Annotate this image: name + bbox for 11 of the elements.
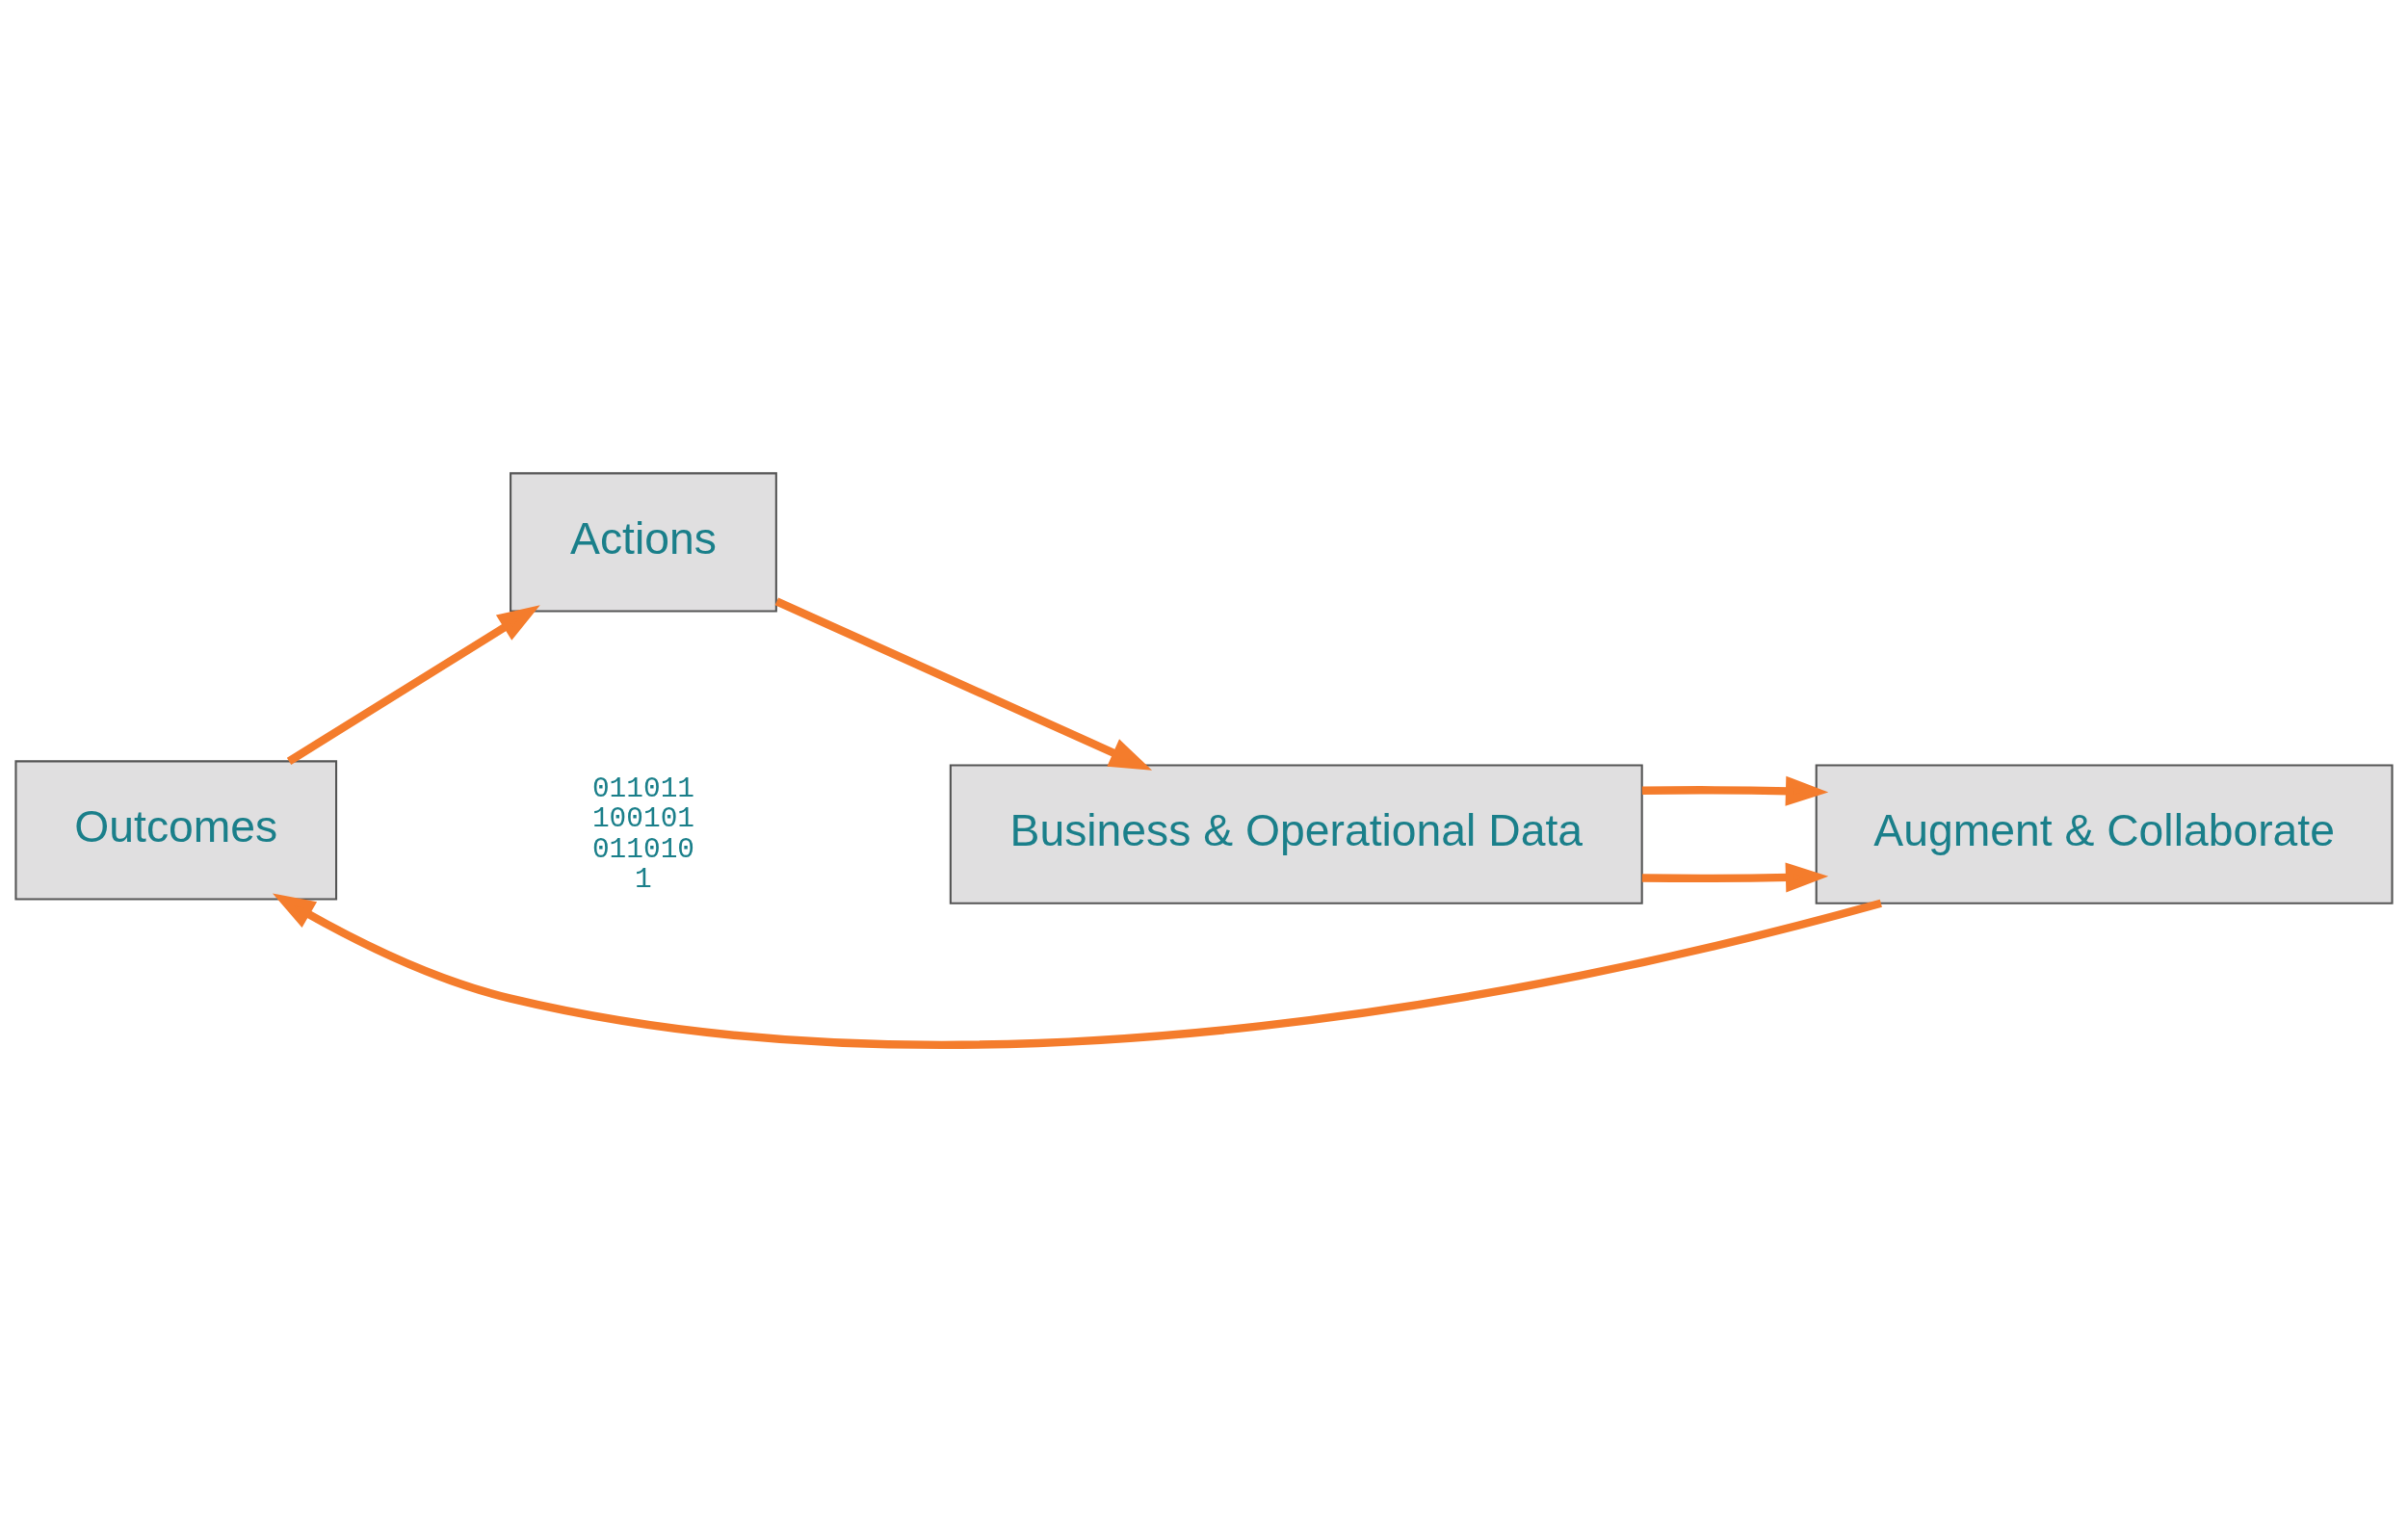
node-box: Actions	[510, 472, 777, 613]
node-box: Business & Operational Data	[949, 764, 1643, 904]
arrow	[286, 605, 540, 765]
label: 011011	[591, 772, 695, 805]
arrow	[272, 893, 1882, 1049]
arrow	[1641, 775, 1829, 806]
node-box: Augment & Collaborate	[1815, 764, 2394, 904]
label: 1	[635, 863, 652, 897]
arrow	[1641, 862, 1829, 893]
node-box: Outcomes	[14, 760, 338, 901]
arrow	[774, 597, 1153, 771]
